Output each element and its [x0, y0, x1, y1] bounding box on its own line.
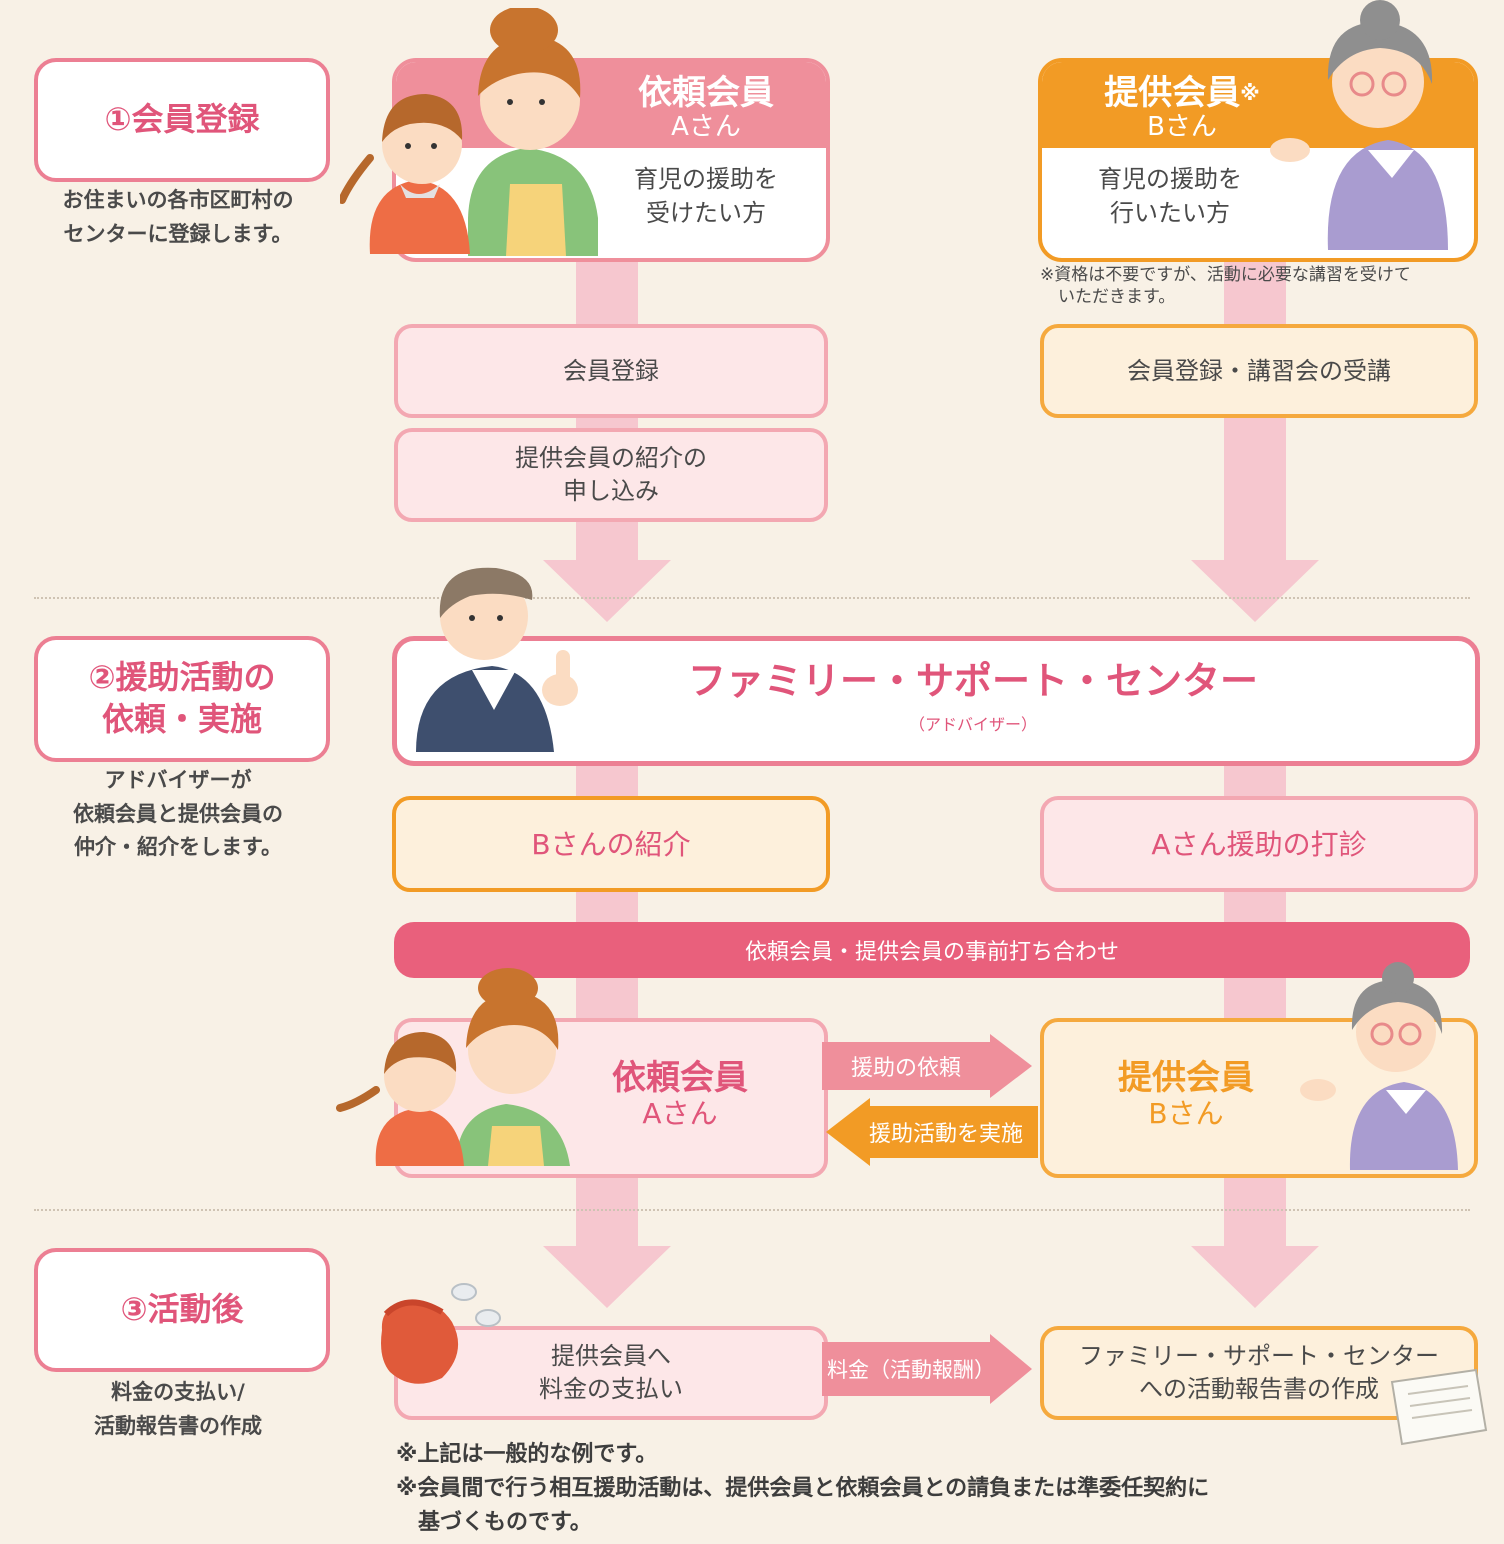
- document-illustration: [1390, 1368, 1488, 1446]
- card-a-title: 依頼会員 Aさん: [638, 73, 774, 142]
- request-arrow-shape: [822, 1034, 1032, 1098]
- lower-a-title: 依頼会員 Aさん: [612, 1058, 748, 1130]
- step-2-label: ②援助活動の 依頼・実施: [34, 636, 330, 762]
- fee-arrow-label: 料金（活動報酬）: [827, 1358, 995, 1382]
- perform-arrow-shape: [826, 1098, 1038, 1166]
- step-1-description: お住まいの各市区町村の センターに登録します。: [62, 188, 294, 246]
- introduce-b-box: Bさんの紹介: [392, 796, 830, 892]
- section-separator-1: [34, 597, 1470, 599]
- card-a-band: [396, 62, 826, 148]
- grandmother-illustration-lower: [1300, 962, 1458, 1170]
- footnotes: ※上記は一般的な例です。 ※会員間で行う相互援助活動は、提供会員と依頼会員との請…: [396, 1442, 1210, 1535]
- grandmother-illustration: [1270, 0, 1448, 250]
- registration-training-box: 会員登録・講習会の受講: [1040, 324, 1478, 418]
- provider-introduction-request-box: 提供会員の紹介の 申し込み: [394, 428, 828, 522]
- center-title: ファミリー・サポート・センター: [687, 659, 1258, 703]
- flow-arrow-right-1: [1191, 560, 1319, 622]
- center-subtitle: （アドバイザー）: [908, 715, 1037, 734]
- lower-b-title: 提供会員 Bさん: [1118, 1058, 1254, 1130]
- pre-meeting-banner: 依頼会員・提供会員の事前打ち合わせ: [394, 922, 1470, 978]
- step-3-label: ③活動後: [34, 1248, 330, 1372]
- payment-box: 提供会員へ 料金の支払い: [394, 1326, 828, 1420]
- member-registration-box: 会員登録: [394, 324, 828, 418]
- step-1-label: ①会員登録: [34, 58, 330, 182]
- mother-child-illustration-lower: [336, 968, 570, 1166]
- family-support-center-box: ファミリー・サポート・センター （アドバイザー）: [392, 636, 1480, 766]
- coin-purse-illustration: [381, 1283, 501, 1384]
- flow-arrow-left-1: [543, 560, 671, 622]
- perform-arrow-label: 援助活動を実施: [868, 1122, 1023, 1147]
- step-3-description: 料金の支払い/ 活動報告書の作成: [94, 1380, 262, 1438]
- fee-arrow-shape: [822, 1334, 1032, 1404]
- mother-child-illustration: [340, 8, 598, 256]
- card-b-body: 育児の援助を 行いたい方: [1098, 165, 1242, 227]
- requesting-member-card: 依頼会員 Aさん 育児の援助を 受けたい方: [392, 58, 830, 262]
- flow-arrow-left-2: [543, 1246, 671, 1308]
- provider-qualification-note: ※資格は不要ですが、活動に必要な講習を受けて いただきます。: [1040, 265, 1411, 307]
- flow-arrow-right-2: [1191, 1246, 1319, 1308]
- sound-out-a-support-box: Aさん援助の打診: [1040, 796, 1478, 892]
- step-2-description: アドバイザーが 依頼会員と提供会員の 仲介・紹介をします。: [73, 768, 283, 860]
- section-separator-2: [34, 1209, 1470, 1211]
- card-b-title: 提供会員※ Bさん: [1104, 73, 1260, 142]
- card-a-body: 育児の援助を 受けたい方: [634, 165, 778, 227]
- advisor-illustration: [416, 567, 578, 752]
- request-arrow-label: 援助の依頼: [850, 1056, 961, 1081]
